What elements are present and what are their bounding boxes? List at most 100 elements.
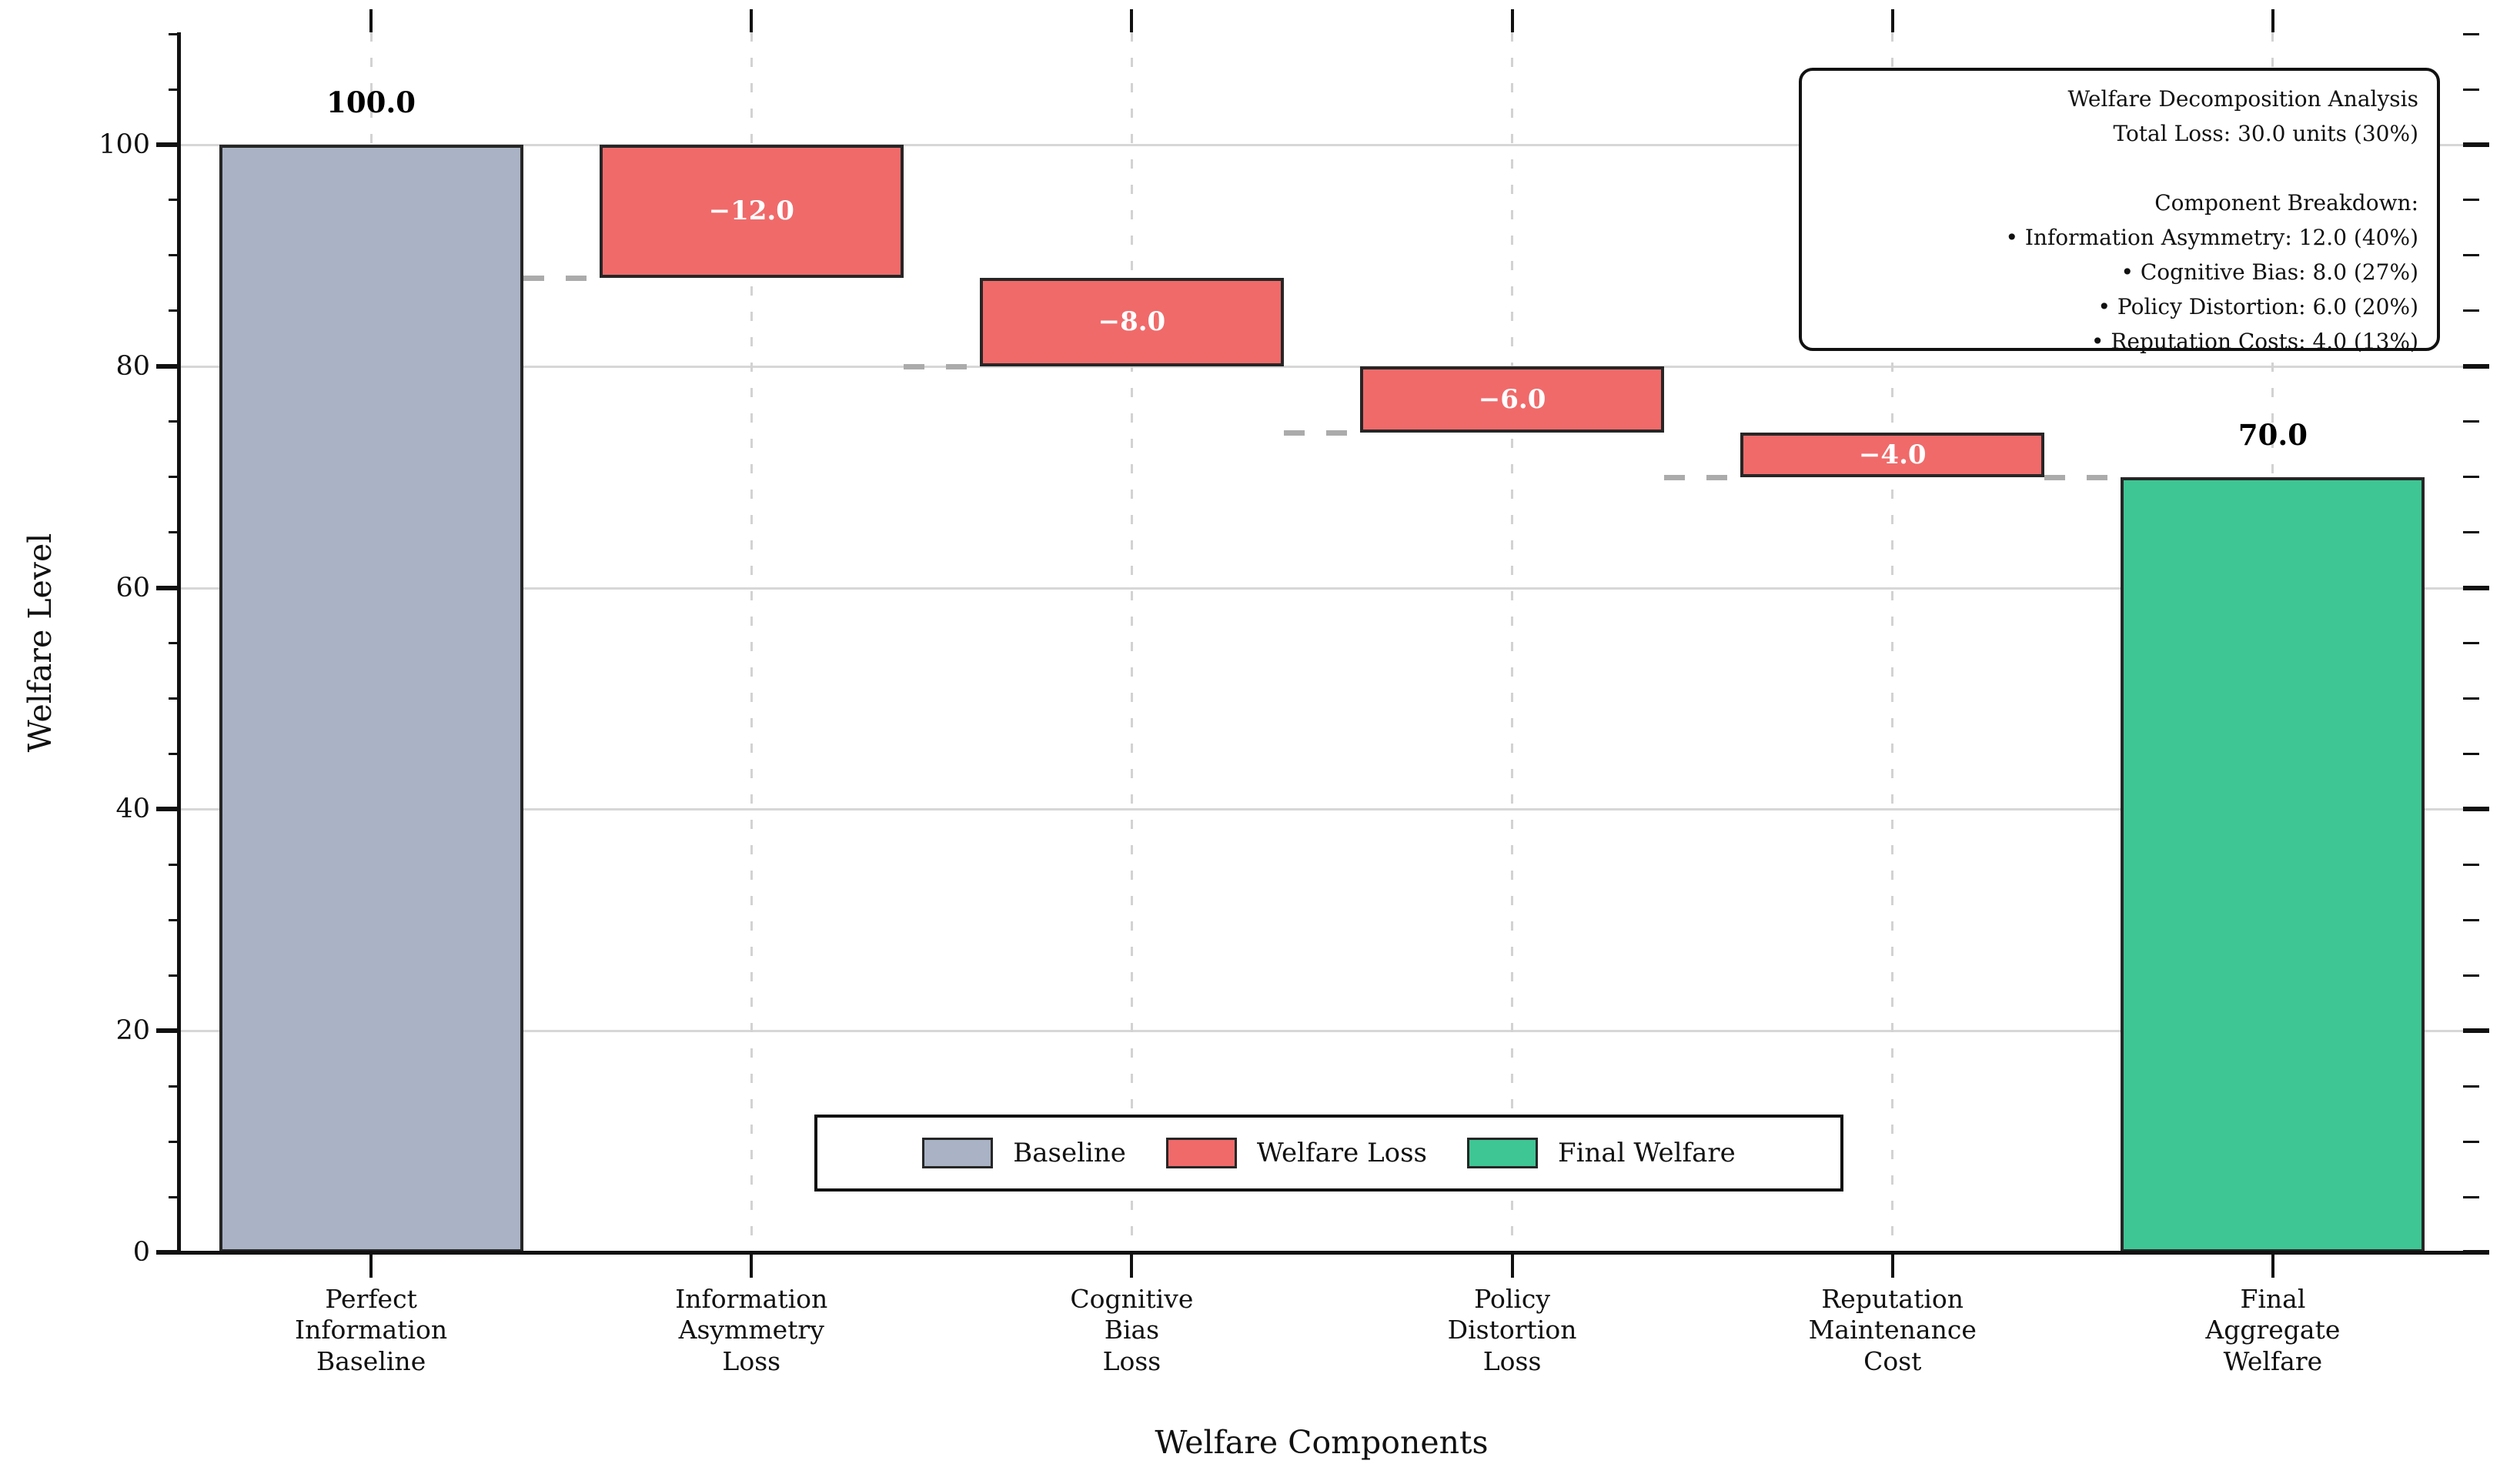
y-minor-tick-left xyxy=(169,974,181,977)
y-major-tick-left xyxy=(156,142,181,147)
y-minor-tick-right xyxy=(2463,309,2479,313)
x-axis-spine xyxy=(177,1251,2465,1255)
y-minor-tick-left xyxy=(169,1140,181,1143)
y-minor-tick-right xyxy=(2463,1085,2479,1088)
y-tick-label: 60 xyxy=(115,572,150,603)
y-minor-tick-right xyxy=(2463,254,2479,257)
y-minor-tick-left xyxy=(169,309,181,313)
legend-item: Baseline xyxy=(922,1138,1126,1168)
legend-item: Final Welfare xyxy=(1467,1138,1736,1168)
y-axis-title: Welfare Level xyxy=(22,533,58,753)
final-swatch xyxy=(1467,1138,1539,1168)
x-major-tick-bottom xyxy=(369,1255,373,1278)
y-minor-tick-left xyxy=(169,697,181,700)
baseline-swatch xyxy=(922,1138,994,1168)
y-minor-tick-right xyxy=(2463,199,2479,202)
bar-value-label: −4.0 xyxy=(1858,439,1927,470)
y-minor-tick-left xyxy=(169,420,181,423)
y-minor-tick-left xyxy=(169,752,181,755)
y-major-tick-right xyxy=(2463,1250,2489,1255)
x-major-tick-bottom xyxy=(1890,1255,1894,1278)
annotation-box: Welfare Decomposition Analysis Total Los… xyxy=(1799,68,2440,354)
y-minor-tick-left xyxy=(169,476,181,479)
y-minor-tick-left xyxy=(169,1195,181,1198)
y-major-tick-left xyxy=(156,585,181,590)
bar-value-label: −12.0 xyxy=(708,196,794,227)
x-major-tick-top xyxy=(1890,9,1894,32)
x-major-tick-top xyxy=(2271,9,2274,32)
legend-item-label: Final Welfare xyxy=(1558,1138,1736,1168)
x-axis-title: Welfare Components xyxy=(1155,1424,1489,1461)
waterfall-connector xyxy=(1664,474,1741,480)
x-major-tick-top xyxy=(369,9,373,32)
bar-value-label: −8.0 xyxy=(1098,306,1166,338)
y-minor-tick-left xyxy=(169,32,181,35)
y-major-tick-left xyxy=(156,807,181,812)
waterfall-connector xyxy=(523,275,600,281)
bar-loss xyxy=(1740,433,2045,477)
y-minor-tick-left xyxy=(169,199,181,202)
x-tick-label: Final Aggregate Welfare xyxy=(2205,1284,2341,1376)
y-major-tick-right xyxy=(2463,363,2489,369)
y-minor-tick-right xyxy=(2463,642,2479,645)
x-gridline xyxy=(1891,32,1894,1252)
loss-swatch xyxy=(1165,1138,1237,1168)
y-major-tick-left xyxy=(156,363,181,369)
y-gridline xyxy=(181,1030,2463,1033)
x-major-tick-top xyxy=(1510,9,1514,32)
y-gridline xyxy=(181,144,2463,146)
y-minor-tick-right xyxy=(2463,420,2479,423)
y-minor-tick-right xyxy=(2463,1140,2479,1143)
bar-value-label: 100.0 xyxy=(326,85,416,119)
y-tick-label: 0 xyxy=(132,1237,150,1268)
x-tick-label: Information Asymmetry Loss xyxy=(675,1284,828,1376)
x-major-tick-top xyxy=(1130,9,1134,32)
y-gridline xyxy=(181,808,2463,811)
y-tick-label: 80 xyxy=(115,350,150,382)
legend-item: Welfare Loss xyxy=(1165,1138,1428,1168)
y-minor-tick-right xyxy=(2463,863,2479,866)
y-gridline xyxy=(181,587,2463,590)
y-minor-tick-right xyxy=(2463,88,2479,91)
y-major-tick-right xyxy=(2463,585,2489,590)
y-minor-tick-right xyxy=(2463,1195,2479,1198)
x-major-tick-bottom xyxy=(1130,1255,1134,1278)
x-gridline xyxy=(1511,32,1514,1252)
x-major-tick-bottom xyxy=(750,1255,754,1278)
y-major-tick-left xyxy=(156,1028,181,1034)
bar-loss xyxy=(1360,366,1665,433)
y-minor-tick-left xyxy=(169,88,181,91)
x-tick-label: Reputation Maintenance Cost xyxy=(1808,1284,1977,1376)
bar-value-label: 70.0 xyxy=(2238,417,2308,452)
x-major-tick-top xyxy=(750,9,754,32)
x-tick-label: Perfect Information Baseline xyxy=(295,1284,448,1376)
x-major-tick-bottom xyxy=(1510,1255,1514,1278)
y-major-tick-right xyxy=(2463,1028,2489,1034)
plot-area: 100.0 −12.0 −8.0 −6.0 −4.0 70.0 xyxy=(181,32,2463,1252)
waterfall-connector xyxy=(903,363,980,369)
x-gridline xyxy=(1130,32,1133,1252)
y-gridline xyxy=(181,365,2463,368)
y-minor-tick-right xyxy=(2463,697,2479,700)
y-minor-tick-right xyxy=(2463,752,2479,755)
y-tick-label: 100 xyxy=(99,129,150,160)
y-minor-tick-left xyxy=(169,254,181,257)
legend-item-label: Welfare Loss xyxy=(1256,1138,1428,1168)
bar-baseline xyxy=(219,145,523,1252)
x-tick-label: Policy Distortion Loss xyxy=(1447,1284,1577,1376)
y-major-tick-right xyxy=(2463,807,2489,812)
y-tick-label: 40 xyxy=(115,794,150,825)
y-minor-tick-left xyxy=(169,1085,181,1088)
bar-loss xyxy=(979,277,1284,366)
y-major-tick-left xyxy=(156,1250,181,1255)
bar-value-label: −6.0 xyxy=(1478,383,1546,415)
waterfall-connector xyxy=(2044,474,2121,480)
y-tick-label: 20 xyxy=(115,1015,150,1047)
y-minor-tick-right xyxy=(2463,918,2479,921)
y-minor-tick-left xyxy=(169,531,181,534)
x-major-tick-bottom xyxy=(2271,1255,2274,1278)
x-tick-label: Cognitive Bias Loss xyxy=(1070,1284,1194,1376)
legend-item-label: Baseline xyxy=(1013,1138,1126,1168)
y-minor-tick-left xyxy=(169,642,181,645)
